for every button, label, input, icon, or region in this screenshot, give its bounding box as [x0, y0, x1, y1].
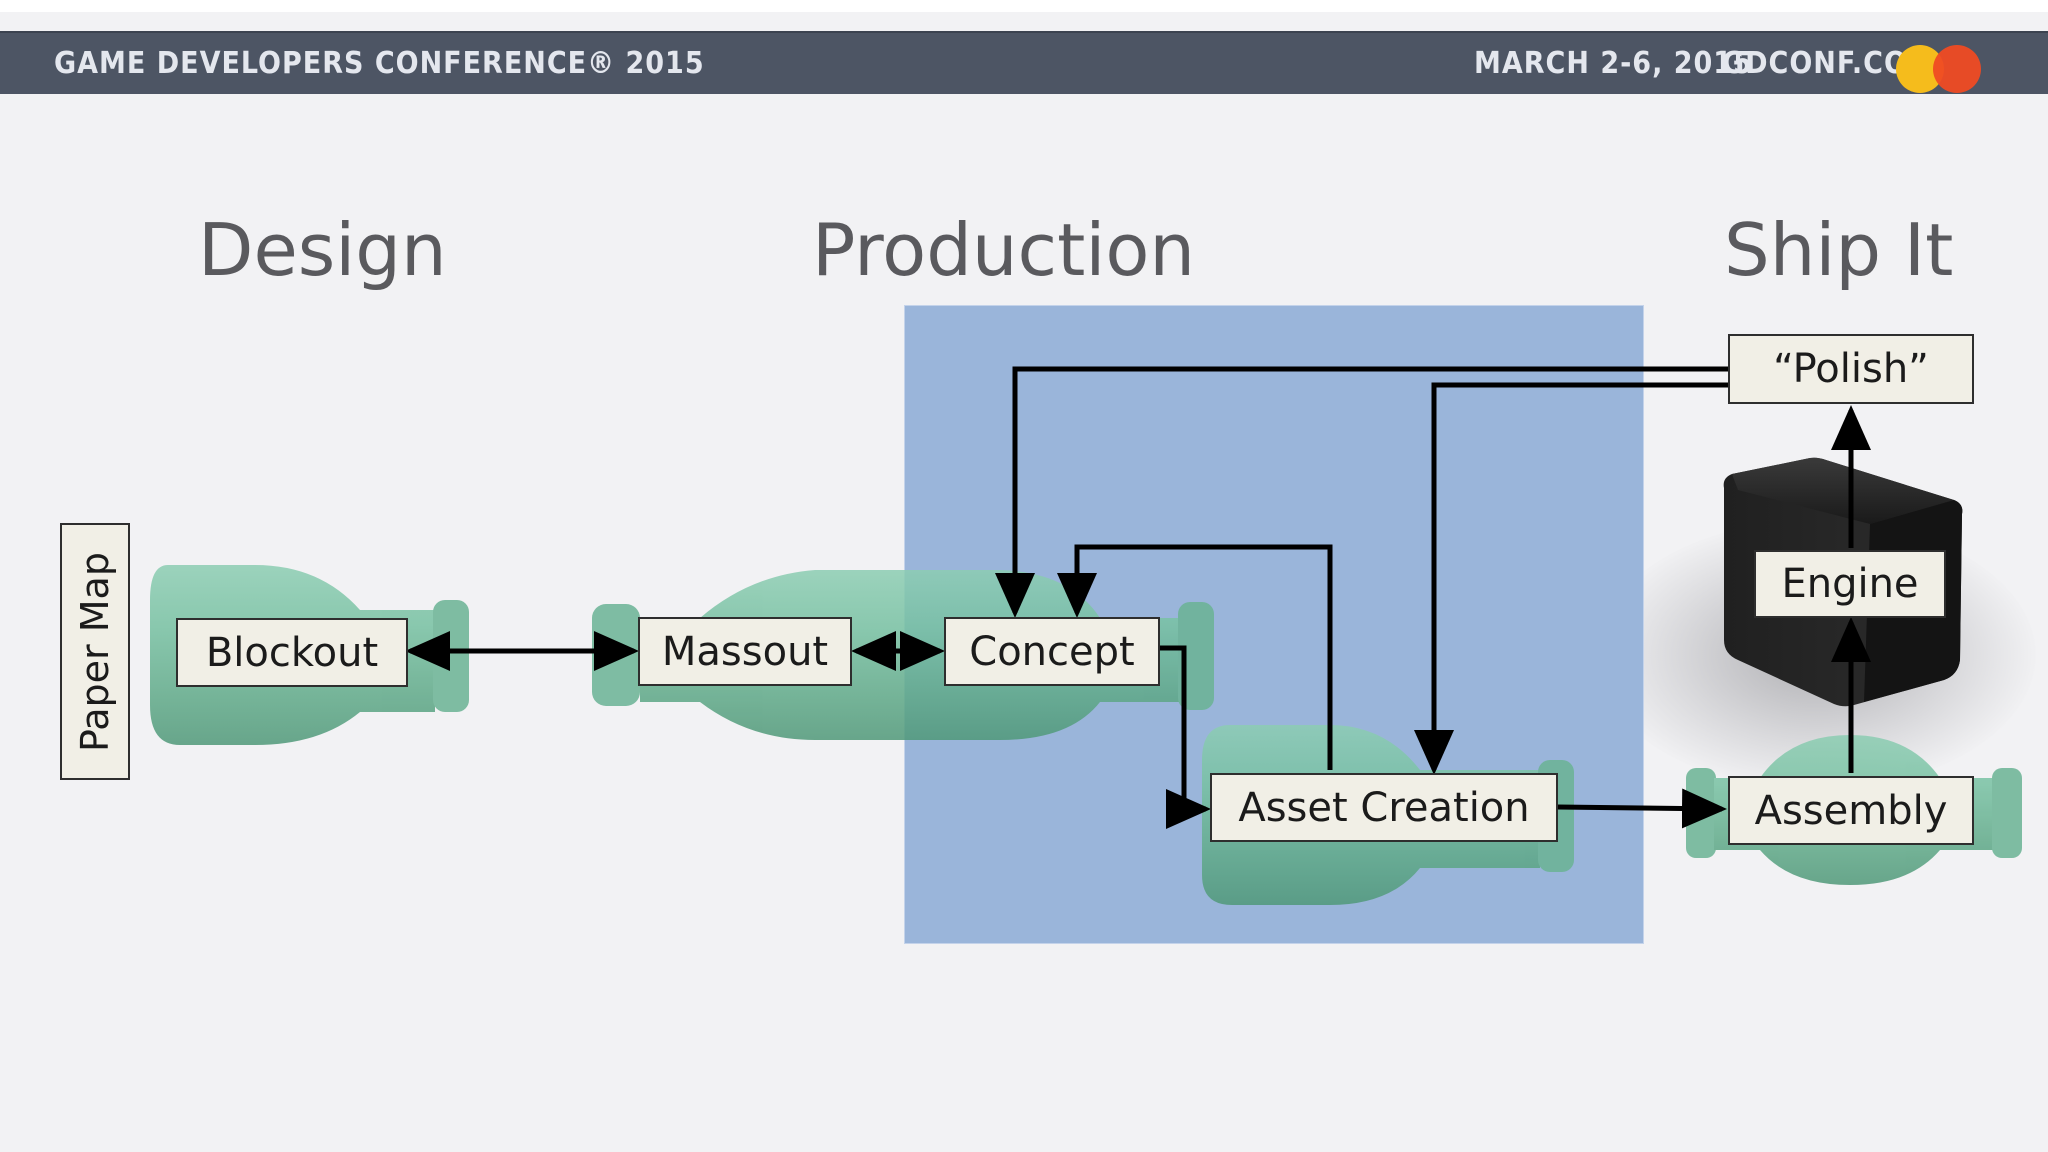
node-paper-map-label: Paper Map — [73, 551, 118, 752]
node-massout-label: Massout — [661, 628, 829, 675]
node-blockout-label: Blockout — [205, 629, 379, 676]
conference-dates: MARCH 2-6, 2015 — [1474, 46, 1753, 81]
node-engine: Engine — [1754, 550, 1946, 618]
node-concept: Concept — [944, 617, 1160, 686]
node-polish: “Polish” — [1728, 334, 1974, 404]
gdc-logo-icon — [1896, 45, 1981, 93]
node-asset-creation: Asset Creation — [1210, 773, 1558, 842]
node-engine-label: Engine — [1781, 561, 1919, 607]
phase-title-design: Design — [198, 208, 447, 292]
top-strip — [0, 0, 2048, 12]
node-concept-label: Concept — [969, 628, 1135, 675]
node-assembly-label: Assembly — [1754, 787, 1948, 834]
conference-name: GAME DEVELOPERS CONFERENCE® 2015 — [54, 46, 705, 81]
node-blockout: Blockout — [176, 618, 408, 687]
node-massout: Massout — [638, 617, 852, 686]
node-polish-label: “Polish” — [1773, 346, 1929, 392]
node-asset-creation-label: Asset Creation — [1238, 784, 1530, 831]
phase-title-ship-it: Ship It — [1724, 208, 1954, 292]
conference-header: GAME DEVELOPERS CONFERENCE® 2015 MARCH 2… — [0, 31, 2048, 94]
node-paper-map: Paper Map — [60, 523, 130, 780]
node-assembly: Assembly — [1728, 776, 1974, 845]
phase-title-production: Production — [812, 208, 1196, 292]
